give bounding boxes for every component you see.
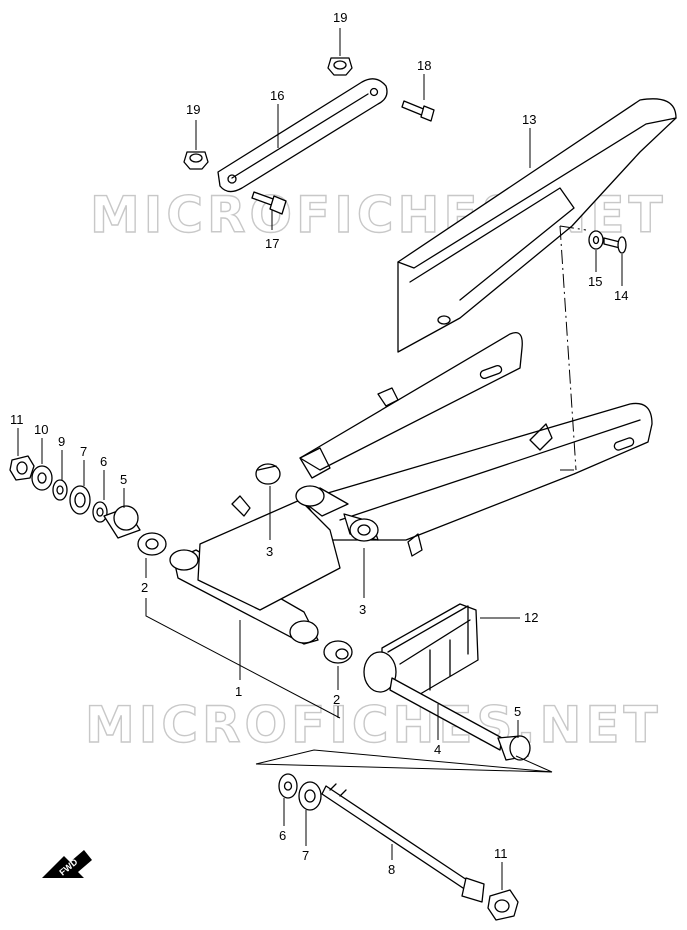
callout-3-lower: 3 <box>359 602 366 617</box>
callout-11-left: 11 <box>10 412 24 427</box>
callout-labels: 19 19 16 18 17 13 15 14 11 10 9 7 6 5 2 … <box>10 10 628 877</box>
callout-6-left: 6 <box>100 454 107 469</box>
callout-13: 13 <box>522 112 536 127</box>
callout-3-upper: 3 <box>266 544 273 559</box>
callout-18: 18 <box>417 58 431 73</box>
callout-5-left: 5 <box>120 472 127 487</box>
callout-14: 14 <box>614 288 628 303</box>
callout-7-lower: 7 <box>302 848 309 863</box>
callout-11-lower: 11 <box>494 846 508 861</box>
bushing-part-2-left[interactable] <box>137 532 167 556</box>
nut-part-11-left[interactable] <box>9 455 35 481</box>
seal-part-7-lower[interactable] <box>298 781 322 811</box>
pivot-spacer <box>295 485 349 517</box>
washer-part-6-left[interactable] <box>92 501 108 523</box>
callout-15: 15 <box>588 274 602 289</box>
callout-12: 12 <box>524 610 538 625</box>
pivot-shaft-part-8[interactable] <box>321 783 485 903</box>
callout-4: 4 <box>434 742 441 757</box>
collar-part-10[interactable] <box>31 465 53 491</box>
callout-16: 16 <box>270 88 284 103</box>
watermark-bottom: MICROFICHES.NET <box>85 696 662 754</box>
callout-17: 17 <box>265 236 279 251</box>
callout-6-lower: 6 <box>279 828 286 843</box>
callout-2-lower: 2 <box>333 692 340 707</box>
callout-8: 8 <box>388 862 395 877</box>
callout-19-left: 19 <box>186 102 200 117</box>
callout-5-right: 5 <box>514 704 521 719</box>
washer-part-9[interactable] <box>52 479 68 501</box>
collar-part-3-lower[interactable] <box>343 513 379 542</box>
callout-7-left: 7 <box>80 444 87 459</box>
callout-10: 10 <box>34 422 48 437</box>
forward-arrow-icon: FWD <box>42 850 92 878</box>
washer-part-6-lower[interactable] <box>278 773 298 799</box>
spacer-part-5-right[interactable] <box>497 735 531 761</box>
nut-part-19-top[interactable] <box>327 57 353 76</box>
seal-part-7-left[interactable] <box>69 485 91 515</box>
spacer-tube-part-4[interactable] <box>389 677 503 751</box>
leader-lines <box>17 28 623 890</box>
torque-link-part-16[interactable] <box>217 78 388 193</box>
bolt-part-17[interactable] <box>251 191 287 215</box>
chain-buffer-part-12[interactable] <box>363 603 479 701</box>
alignment-lines <box>559 225 587 471</box>
collar-part-3-upper[interactable] <box>255 463 281 485</box>
callout-2-left: 2 <box>141 580 148 595</box>
nut-part-19-left[interactable] <box>183 151 209 170</box>
nut-part-11-lower[interactable] <box>487 889 519 921</box>
chain-cover-part-13[interactable] <box>397 98 677 353</box>
callout-1: 1 <box>235 684 242 699</box>
swingarm-part-1[interactable] <box>169 331 653 645</box>
bushing-part-2-lower[interactable] <box>323 640 353 664</box>
callout-19-top: 19 <box>333 10 347 25</box>
bolt-part-18[interactable] <box>401 100 435 122</box>
screw-part-14[interactable] <box>603 236 627 254</box>
washer-part-15[interactable] <box>588 230 604 250</box>
spacer-part-5-left[interactable] <box>103 505 141 539</box>
callout-9: 9 <box>58 434 65 449</box>
